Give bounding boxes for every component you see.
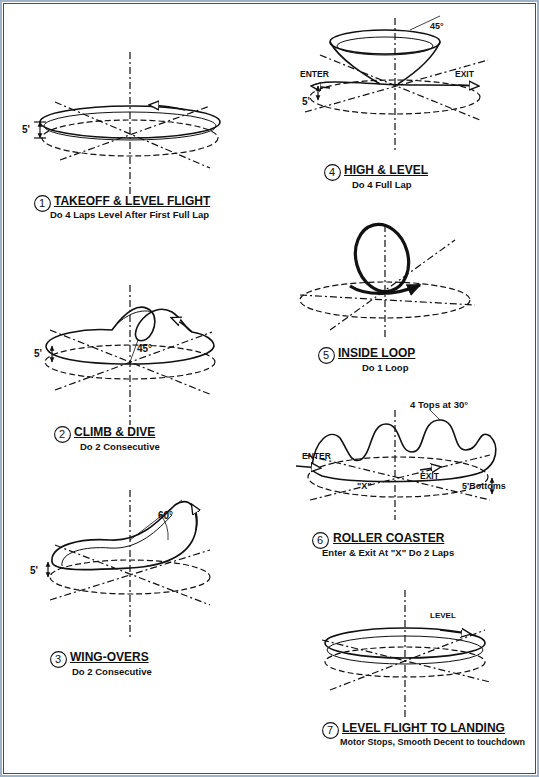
step-number-circle: 5	[318, 347, 335, 364]
step-number: 7	[327, 725, 333, 736]
maneuver-title: ROLLER COASTER	[333, 532, 444, 545]
step-number: 3	[55, 654, 61, 665]
maneuver-title: TAKEOFF & LEVEL FLIGHT	[54, 195, 210, 208]
annotation-text: 4 Tops at 30°	[410, 400, 468, 410]
annotation-text: 5'	[34, 348, 42, 359]
step-number: 5	[323, 350, 329, 361]
annotation-text: ENTER	[300, 70, 329, 79]
annotation-text: Do 2 Consecutive	[72, 667, 152, 677]
annotation-text: "X"	[357, 482, 372, 492]
circle-outline	[324, 164, 340, 180]
step-number-circle: 7	[322, 722, 339, 739]
step-number: 4	[329, 167, 335, 178]
takeoff-figure	[34, 52, 220, 195]
annotation-text: Do 4 Full Lap	[352, 180, 412, 190]
maneuver-title: CLIMB & DIVE	[74, 426, 155, 439]
step-number-circle: 3	[50, 651, 67, 668]
annotation-text: EXIT	[455, 70, 474, 79]
annotation-text: 60°	[158, 510, 173, 521]
annotation-text: Do 2 Consecutive	[80, 442, 160, 452]
wing-over-figure	[48, 490, 210, 640]
maneuver-title: WING-OVERS	[70, 651, 149, 664]
step-number: 2	[59, 429, 65, 440]
annotation-text: LEVEL	[430, 612, 456, 621]
step-number-circle: 2	[54, 426, 71, 443]
annotation-text: 45°	[137, 343, 152, 354]
annotation-text: EXIT	[420, 472, 439, 481]
annotation-text: 45°	[430, 22, 444, 32]
circle-outline	[50, 651, 66, 667]
circle-outline	[312, 532, 328, 548]
page-frame	[4, 4, 536, 774]
maneuver-title: LEVEL FLIGHT TO LANDING	[342, 722, 505, 735]
circle-outline	[54, 426, 70, 442]
inside-loop-figure	[300, 218, 475, 340]
roller-coaster-figure	[296, 410, 496, 520]
annotation-text: ENTER	[302, 452, 331, 461]
annotation-text: 5'Bottoms	[462, 482, 506, 492]
annotation-text: Enter & Exit At "X" Do 2 Laps	[322, 548, 454, 558]
landing-figure	[322, 590, 490, 718]
climb-dive-figure	[45, 285, 215, 425]
annotation-text: 5'	[302, 96, 310, 107]
step-number-circle: 1	[34, 195, 51, 212]
annotation-text: 5'	[22, 124, 30, 135]
annotation-text: Do 1 Loop	[362, 363, 408, 373]
annotation-text: 5'	[30, 565, 38, 576]
circle-outline	[318, 347, 334, 363]
step-number-circle: 6	[312, 532, 329, 549]
high-level-figure	[305, 16, 488, 150]
maneuver-title: INSIDE LOOP	[338, 347, 415, 360]
annotation-text: Do 4 Laps Level After First Full Lap	[50, 210, 209, 220]
step-number-circle: 4	[324, 164, 341, 181]
annotation-text: Motor Stops, Smooth Decent to touchdown	[340, 738, 525, 748]
step-number: 6	[317, 535, 323, 546]
circle-outline	[322, 722, 338, 738]
maneuver-title: HIGH & LEVEL	[344, 164, 428, 177]
circle-outline	[34, 195, 50, 211]
step-number: 1	[39, 198, 45, 209]
